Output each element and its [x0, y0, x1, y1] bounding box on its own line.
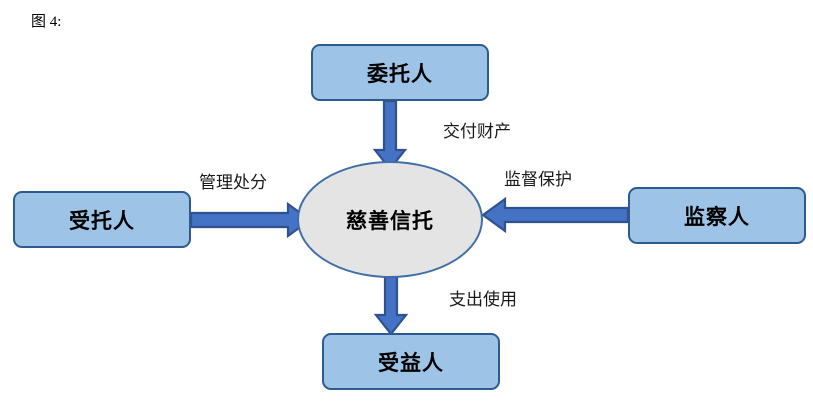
edge-label-supervise-protect: 监督保护	[504, 170, 572, 189]
arrow-manage-dispose	[189, 201, 312, 239]
node-beneficiary[interactable]: 受益人	[322, 333, 500, 390]
edge-label-manage-dispose: 管理处分	[199, 173, 267, 192]
arrow-expenditure-use	[373, 275, 409, 336]
arrow-deliver-property	[372, 99, 408, 171]
node-charitable-trust[interactable]: 慈善信托	[297, 161, 483, 278]
edge-label-expenditure-use: 支出使用	[449, 290, 517, 309]
edge-label-deliver-property: 交付财产	[443, 122, 511, 141]
node-trustee[interactable]: 受托人	[13, 191, 191, 248]
figure-caption: 图 4:	[31, 14, 62, 30]
node-settlor[interactable]: 委托人	[311, 44, 489, 101]
node-supervisor[interactable]: 监察人	[628, 187, 806, 244]
arrow-supervise-protect	[481, 196, 630, 234]
